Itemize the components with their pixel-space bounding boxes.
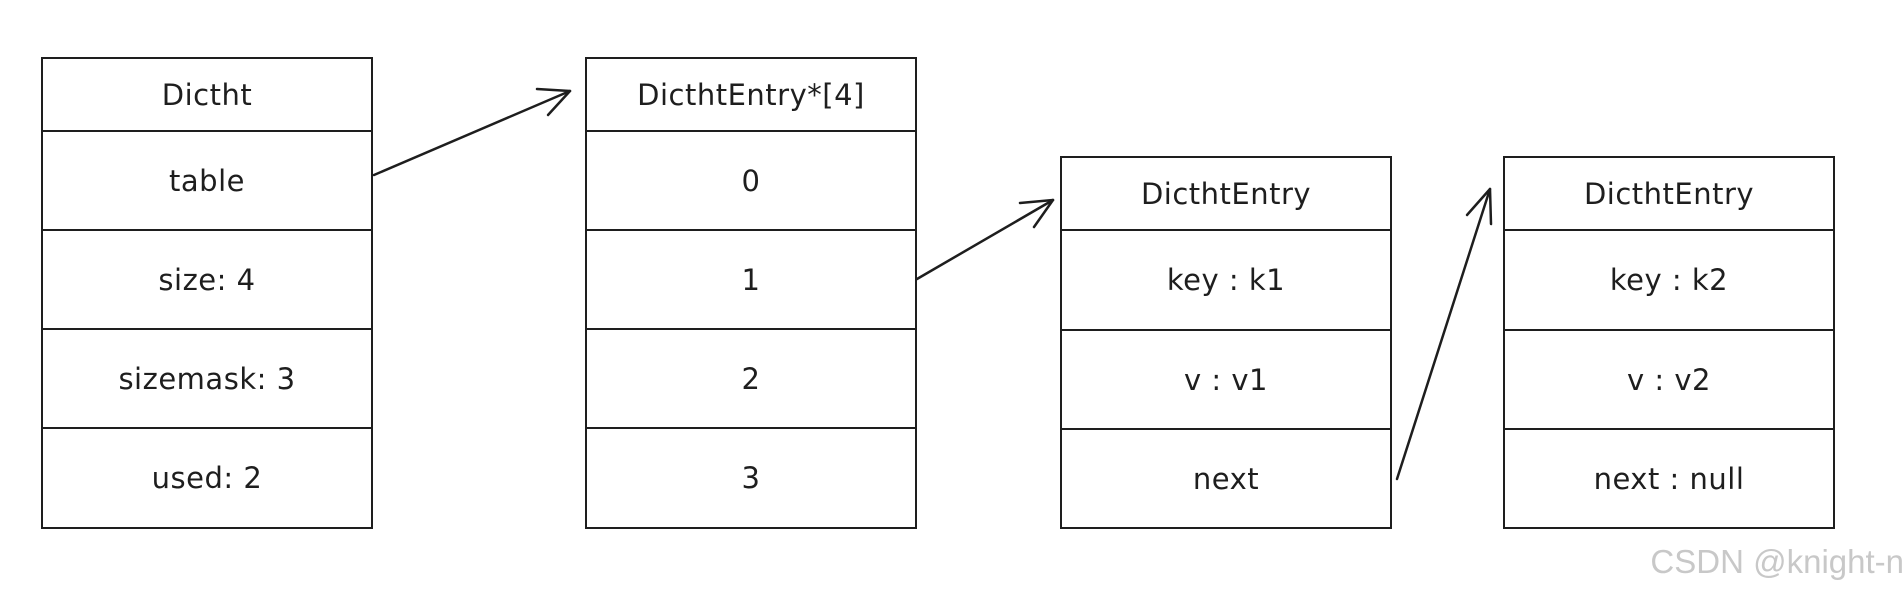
- field-key: key : k2: [1505, 229, 1833, 329]
- field-value: v : v2: [1505, 329, 1833, 428]
- field-value: v : v1: [1062, 329, 1390, 428]
- field-next: next : null: [1505, 428, 1833, 527]
- struct-dictht: Dictht table size: 4 sizemask: 3 used: 2: [41, 57, 373, 529]
- arrow-slot1-to-entry-k1: [915, 198, 1055, 281]
- field-size: size: 4: [43, 229, 371, 328]
- slot-1: 1: [587, 229, 915, 328]
- slot-3: 3: [587, 427, 915, 527]
- struct-entry-k1: DicthtEntry key : k1 v : v1 next: [1060, 156, 1392, 529]
- arrow-next-to-entry-k2: [1395, 187, 1493, 481]
- field-sizemask: sizemask: 3: [43, 328, 371, 427]
- watermark-text: CSDN @knight-n: [1650, 543, 1904, 580]
- slot-2: 2: [587, 328, 915, 427]
- field-table: table: [43, 130, 371, 229]
- field-used: used: 2: [43, 427, 371, 527]
- arrow-table-to-entry-array: [372, 87, 572, 177]
- field-key: key : k1: [1062, 229, 1390, 329]
- struct-title: DicthtEntry*[4]: [637, 77, 865, 112]
- field-next: next: [1062, 428, 1390, 527]
- struct-entry-k2: DicthtEntry key : k2 v : v2 next : null: [1503, 156, 1835, 529]
- struct-title: DicthtEntry: [1583, 176, 1755, 211]
- slot-0: 0: [587, 130, 915, 229]
- struct-title: Dictht: [161, 77, 253, 112]
- struct-entry-array: DicthtEntry*[4] 0 1 2 3: [585, 57, 917, 529]
- struct-title: DicthtEntry: [1140, 176, 1312, 211]
